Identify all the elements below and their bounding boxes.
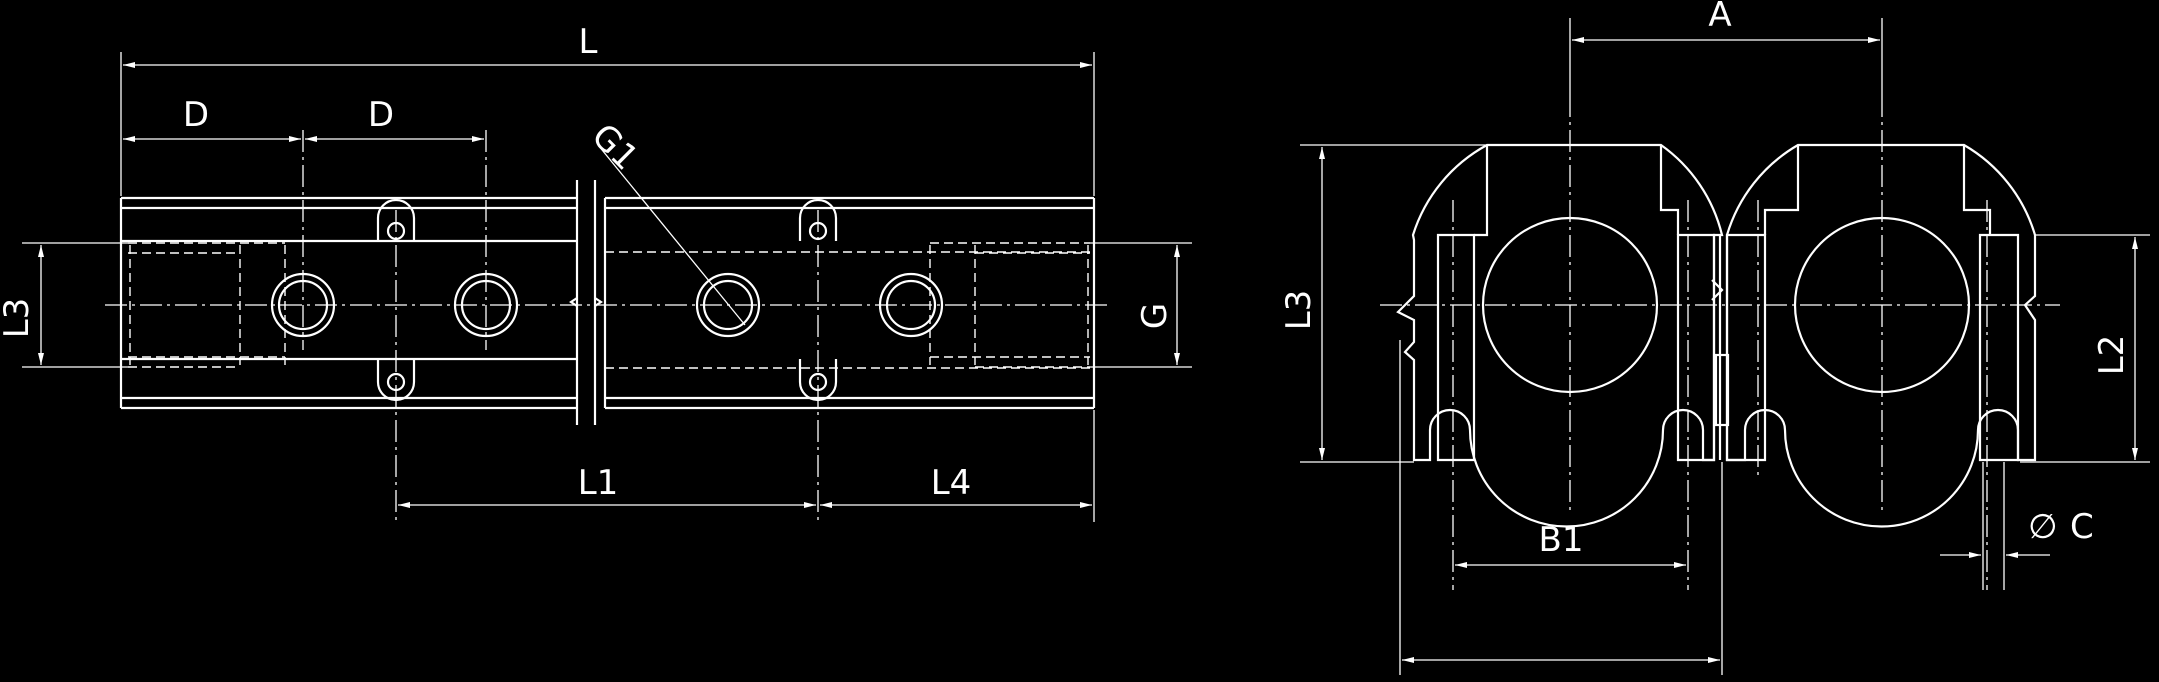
- label-L1: L1: [578, 463, 619, 503]
- side-view: L D D G1 L3 G: [0, 22, 1192, 522]
- dimension-L1-L4: L1 L4: [398, 410, 1095, 522]
- label-C: C: [2070, 507, 2094, 547]
- dimension-G: G: [1090, 242, 1192, 368]
- label-L2: L2: [2092, 335, 2132, 376]
- label-L4: L4: [931, 463, 972, 503]
- label-L3-right: L3: [1279, 290, 1319, 331]
- section-view: A L3 L2 B1: [1279, 0, 2150, 675]
- dimension-L3-left: L3: [0, 242, 128, 368]
- label-A: A: [1708, 0, 1731, 35]
- dimension-G1: G1: [584, 116, 746, 326]
- dimension-bottom-width: [1399, 340, 1723, 675]
- label-B1: B1: [1539, 520, 1584, 560]
- section-block-left: [1396, 143, 1724, 528]
- dimension-D-pair: D D: [123, 95, 484, 142]
- dimension-L3-right: L3: [1279, 144, 1487, 463]
- dimension-C: ∅ C: [1940, 462, 2094, 590]
- label-L: L: [579, 22, 598, 62]
- section-block-right: [1725, 143, 2037, 528]
- dimension-L: L: [120, 22, 1095, 196]
- label-G: G: [1135, 303, 1175, 329]
- dimension-L2: L2: [2020, 234, 2150, 463]
- label-G1: G1: [584, 116, 646, 178]
- label-D-right: D: [368, 95, 394, 135]
- body-right-segment: [593, 180, 1096, 425]
- label-L3-left: L3: [0, 298, 37, 339]
- body-left-segment: [119, 180, 579, 425]
- diameter-symbol: ∅: [2028, 507, 2058, 547]
- dimension-A: A: [1569, 0, 1883, 95]
- label-D-left: D: [183, 95, 209, 135]
- clamping-slot: [1711, 235, 1730, 460]
- dimension-B1: B1: [1455, 520, 1686, 568]
